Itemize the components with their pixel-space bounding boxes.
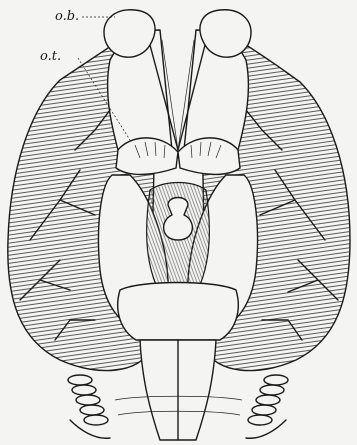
label-optic-tract: o.t.: [40, 49, 61, 64]
pons: [118, 283, 239, 341]
label-olfactory-bulb: o.b.: [55, 9, 79, 24]
pituitary-body: [164, 198, 193, 241]
left-optic-lobe: [116, 138, 178, 175]
right-nerve-coils: [246, 375, 288, 438]
right-optic-lobe: [178, 138, 240, 175]
left-nerve-coils: [68, 375, 110, 438]
